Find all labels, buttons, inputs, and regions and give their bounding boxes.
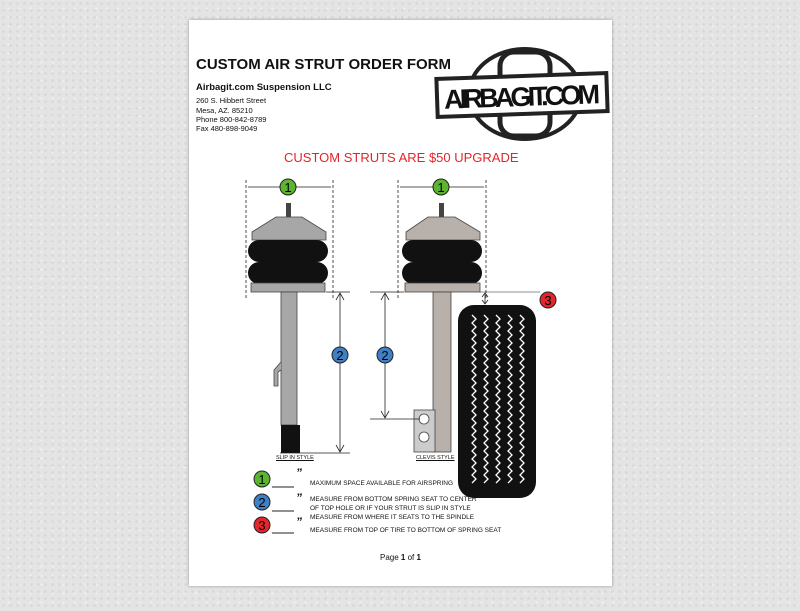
company-name: Airbagit.com Suspension LLC [196, 82, 332, 93]
svg-text:3: 3 [258, 518, 265, 533]
upgrade-notice: CUSTOM STRUTS ARE $50 UPGRADE [284, 150, 519, 165]
legend-marker-3: 3 [253, 516, 294, 534]
marker-1-left: 1 [279, 178, 297, 196]
phone: Phone 800-842-8789 [196, 115, 267, 124]
clevis-strut [370, 180, 540, 498]
fax: Fax 480-898-9049 [196, 124, 258, 133]
clevis-caption: CLEVIS STYLE [416, 455, 455, 461]
svg-text:3: 3 [544, 293, 551, 308]
legend-text-2b: OF TOP HOLE OR IF YOUR STRUT IS SLIP IN … [310, 505, 471, 512]
svg-text:1: 1 [284, 180, 291, 195]
marker-3: 3 [539, 291, 557, 309]
svg-text:1: 1 [437, 180, 444, 195]
legend-quote-3: ” [296, 515, 302, 529]
svg-text:2: 2 [381, 348, 388, 363]
legend-text-3: MEASURE FROM TOP OF TIRE TO BOTTOM OF SP… [310, 527, 502, 534]
svg-text:2: 2 [258, 495, 265, 510]
address-city: Mesa, AZ. 85210 [196, 106, 253, 115]
legend-text-2a: MEASURE FROM BOTTOM SPRING SEAT TO CENTE… [310, 496, 477, 503]
svg-text:1: 1 [258, 472, 265, 487]
form-title: CUSTOM AIR STRUT ORDER FORM [196, 56, 451, 73]
slip-in-caption: SLIP IN STYLE [276, 455, 314, 461]
marker-2-right: 2 [376, 346, 394, 364]
legend-marker-2: 2 [253, 493, 294, 512]
address-street: 260 S. Hibbert Street [196, 96, 267, 105]
slip-in-strut [245, 180, 350, 454]
legend-marker-1: 1 [253, 470, 294, 488]
legend-text-2c: MEASURE FROM WHERE IT SEATS TO THE SPIND… [310, 514, 475, 521]
page-indicator: Page 1 of 1 [380, 553, 421, 562]
marker-2-left: 2 [331, 346, 349, 364]
legend-text-1: MAXIMUM SPACE AVAILABLE FOR AIRSPRING [310, 480, 454, 487]
legend-quote-1: ” [296, 466, 302, 480]
svg-text:AIRBAGIT.COM: AIRBAGIT.COM [444, 79, 601, 114]
legend-quote-2: ” [296, 491, 302, 505]
marker-1-right: 1 [432, 178, 450, 196]
airbagit-logo: AIRBAGIT.COM [434, 47, 610, 141]
svg-text:2: 2 [336, 348, 343, 363]
